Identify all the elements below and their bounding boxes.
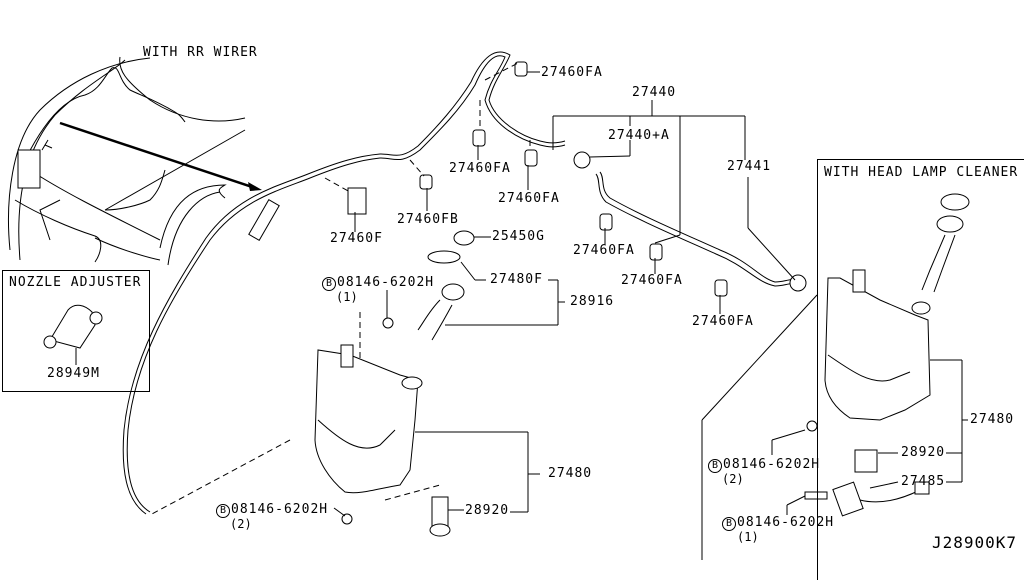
bolt-quantity: (1) bbox=[737, 530, 759, 544]
nozzle-adjuster-inset-title: NOZZLE ADJUSTER bbox=[9, 275, 142, 290]
washer-tank-main bbox=[149, 250, 465, 537]
bolt-symbol-icon: B bbox=[322, 277, 336, 291]
head-lamp-cleaner-inset-title: WITH HEAD LAMP CLEANER bbox=[824, 165, 1019, 180]
nozzle-adjuster-part bbox=[43, 304, 103, 365]
parts-diagram: WITH RR WIRER NOZZLE ADJUSTER WITH HEAD … bbox=[2, 45, 1024, 580]
part-label-27460FA[interactable]: 27460FA bbox=[541, 65, 603, 80]
part-label-27460F[interactable]: 27460F bbox=[330, 231, 383, 246]
washer-tank-hlc bbox=[804, 193, 970, 517]
part-label-27480[interactable]: 27480 bbox=[548, 466, 593, 481]
washer-hose bbox=[122, 51, 801, 515]
bolt-part-number: 08146-6202H bbox=[723, 457, 821, 472]
part-label-27460FA[interactable]: 27460FA bbox=[621, 273, 683, 288]
part-label-28920[interactable]: 28920 bbox=[901, 445, 946, 460]
bolt-symbol-icon: B bbox=[216, 504, 230, 518]
bolt-part-number: 08146-6202H bbox=[231, 502, 329, 517]
part-label-27460FA[interactable]: 27460FA bbox=[449, 161, 511, 176]
part-label-27480[interactable]: 27480 bbox=[970, 412, 1015, 427]
bolt-symbol-icon: B bbox=[722, 517, 736, 531]
part-label-25450G[interactable]: 25450G bbox=[492, 229, 545, 244]
bolt-part-number: 08146-6202H bbox=[737, 515, 835, 530]
clips bbox=[324, 61, 807, 297]
part-label-27441[interactable]: 27441 bbox=[727, 159, 772, 174]
nozzle-adjuster-inset bbox=[2, 270, 150, 392]
part-label-27460FB[interactable]: 27460FB bbox=[397, 212, 459, 227]
part-label-28920[interactable]: 28920 bbox=[465, 503, 510, 518]
car-body-illustration bbox=[8, 56, 262, 266]
part-label-27440-A[interactable]: 27440+A bbox=[608, 128, 670, 143]
part-label-28916[interactable]: 28916 bbox=[570, 294, 615, 309]
part-label-27460FA[interactable]: 27460FA bbox=[573, 243, 635, 258]
part-label-27440[interactable]: 27440 bbox=[632, 85, 677, 100]
diagram-code: J28900K7 bbox=[932, 533, 1018, 552]
bolt-symbol-icon: B bbox=[708, 459, 722, 473]
part-label-27460FA[interactable]: 27460FA bbox=[692, 314, 754, 329]
head-lamp-cleaner-inset bbox=[817, 159, 1024, 580]
leader-lines bbox=[333, 71, 968, 560]
bolt-part-number: 08146-6202H bbox=[337, 275, 435, 290]
part-label-28949M[interactable]: 28949M bbox=[47, 366, 100, 381]
part-label-27460FA[interactable]: 27460FA bbox=[498, 191, 560, 206]
bolt-quantity: (2) bbox=[722, 472, 744, 486]
part-label-27485[interactable]: 27485 bbox=[901, 474, 946, 489]
bolt-quantity: (1) bbox=[336, 290, 358, 304]
rear-wiper-inset-title: WITH RR WIRER bbox=[143, 45, 258, 60]
diagram-linework bbox=[8, 51, 970, 560]
part-label-27480F[interactable]: 27480F bbox=[490, 272, 543, 287]
bolt-quantity: (2) bbox=[230, 517, 252, 531]
